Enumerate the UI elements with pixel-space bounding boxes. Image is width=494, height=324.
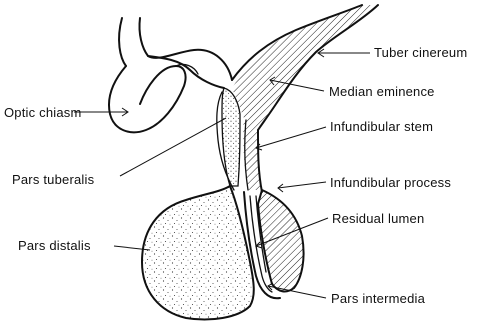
label-infundibular-stem: Infundibular stem — [330, 119, 433, 134]
label-pars-intermedia: Pars intermedia — [331, 291, 426, 306]
label-median-eminence: Median eminence — [329, 84, 435, 99]
leader-infundibular-process — [278, 182, 326, 188]
label-tuber-cinereum: Tuber cinereum — [374, 45, 467, 60]
label-residual-lumen: Residual lumen — [332, 211, 424, 226]
pars-distalis-shape — [142, 186, 254, 320]
hypothalamus-outline-left — [119, 18, 126, 66]
hypothalamus-outline-left-2 — [139, 18, 232, 80]
label-pars-distalis: Pars distalis — [18, 238, 91, 253]
optic-chiasm-band — [148, 56, 224, 88]
infundibular-process-shape — [258, 190, 304, 291]
leader-pars-tuberalis — [120, 118, 226, 176]
label-optic-chiasm: Optic chiasm — [4, 105, 82, 120]
leader-pars-intermedia — [268, 286, 326, 298]
leader-infundibular-stem — [256, 127, 326, 148]
label-pars-tuberalis: Pars tuberalis — [12, 172, 95, 187]
optic-chiasm-shape — [109, 66, 186, 132]
label-infundibular-process: Infundibular process — [330, 175, 451, 190]
